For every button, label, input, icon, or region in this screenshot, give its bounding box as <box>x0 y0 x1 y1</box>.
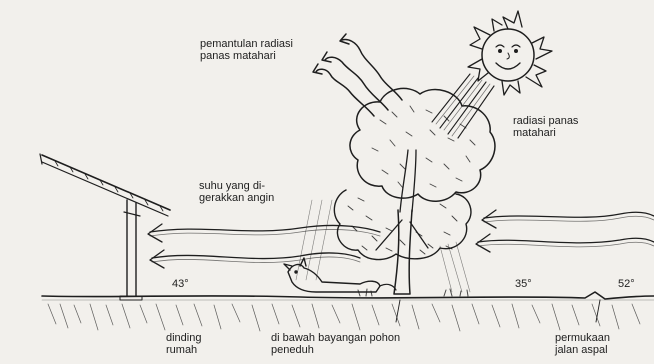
shade-label: di bawah bayangan pohon peneduh <box>271 332 400 356</box>
wind-label: suhu yang di- gerakkan angin <box>199 180 274 204</box>
reflection-label-line1: pemantulan radiasi <box>200 38 293 50</box>
surface-label-line1: permukaan <box>555 332 610 344</box>
temperature-wall: 43° <box>172 278 189 290</box>
surface-label: permukaan jalan aspal <box>555 332 610 356</box>
reflection-label-line2: panas matahari <box>200 50 293 62</box>
surface-label-line2: jalan aspal <box>555 344 610 356</box>
shade-label-line1: di bawah bayangan pohon <box>271 332 400 344</box>
wind-arrows <box>148 210 654 268</box>
temperature-road: 52° <box>618 278 635 290</box>
reflection-arrows <box>313 34 402 116</box>
temperature-shade: 35° <box>515 278 532 290</box>
wall-label: dinding rumah <box>166 332 201 356</box>
reflection-label: pemantulan radiasi panas matahari <box>200 38 293 62</box>
wall-label-line2: rumah <box>166 344 201 356</box>
wind-label-line1: suhu yang di- <box>199 180 274 192</box>
dog-lying-icon <box>284 258 396 292</box>
ground <box>42 289 654 331</box>
house-wall <box>40 154 170 300</box>
shade-label-line2: peneduh <box>271 344 400 356</box>
wall-label-line1: dinding <box>166 332 201 344</box>
tree-shade-hatching <box>296 200 470 292</box>
wind-label-line2: gerakkan angin <box>199 192 274 204</box>
radiation-label: radiasi panas matahari <box>513 115 578 139</box>
label-leaders <box>396 300 600 322</box>
radiation-label-line1: radiasi panas <box>513 115 578 127</box>
radiation-label-line2: matahari <box>513 127 578 139</box>
